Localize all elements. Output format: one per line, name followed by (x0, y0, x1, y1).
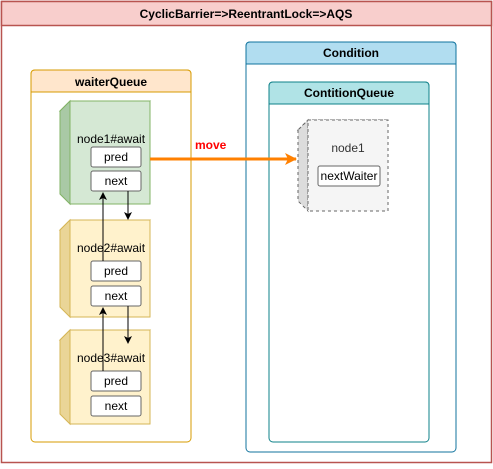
condition-title: Condition (323, 46, 379, 60)
condition-node1-side-face (297, 118, 309, 213)
node1-pred-box (90, 146, 142, 168)
move-label: move (195, 138, 227, 152)
condition-node1-label: node1 (331, 141, 365, 155)
node2-await-side-face (59, 218, 71, 319)
condition-node1-nextwaiter-label: nextWaiter (321, 169, 378, 183)
node2-pred-box (90, 260, 142, 282)
node2-await-label: node2#await (77, 241, 146, 255)
outer-header (0, 0, 493, 27)
node3-pred-label: pred (104, 374, 128, 388)
condition-node1: node1 nextWaiter (296, 118, 390, 213)
node3-next-box (90, 395, 142, 417)
node3-next-label: next (105, 399, 128, 413)
node3-await: node3#await pred next (58, 328, 152, 426)
node1-await: node1#await pred next (58, 99, 152, 206)
condition-header (245, 41, 457, 65)
node1-await-side-face (59, 99, 71, 206)
waiter-queue-header (30, 69, 192, 93)
waiter-queue-title: waiterQueue (74, 75, 147, 89)
node2-next-box (90, 285, 142, 307)
node1-next-label: next (105, 174, 128, 188)
node3-pred-box (90, 370, 142, 392)
node2-await: node2#await pred next (58, 218, 152, 319)
node1-next-box (90, 170, 142, 192)
node1-await-label: node1#await (77, 132, 146, 146)
outer-title: CyclicBarrier=>ReentrantLock=>AQS (140, 7, 353, 21)
condition-node1-nextwaiter-box (317, 165, 381, 187)
condition-queue-header (268, 81, 430, 105)
node1-pred-label: pred (104, 150, 128, 164)
node2-pred-label: pred (104, 264, 128, 278)
condition-queue-title: ContitionQueue (304, 86, 394, 100)
node3-await-label: node3#await (77, 351, 146, 365)
node2-next-label: next (105, 289, 128, 303)
node3-await-side-face (59, 328, 71, 426)
